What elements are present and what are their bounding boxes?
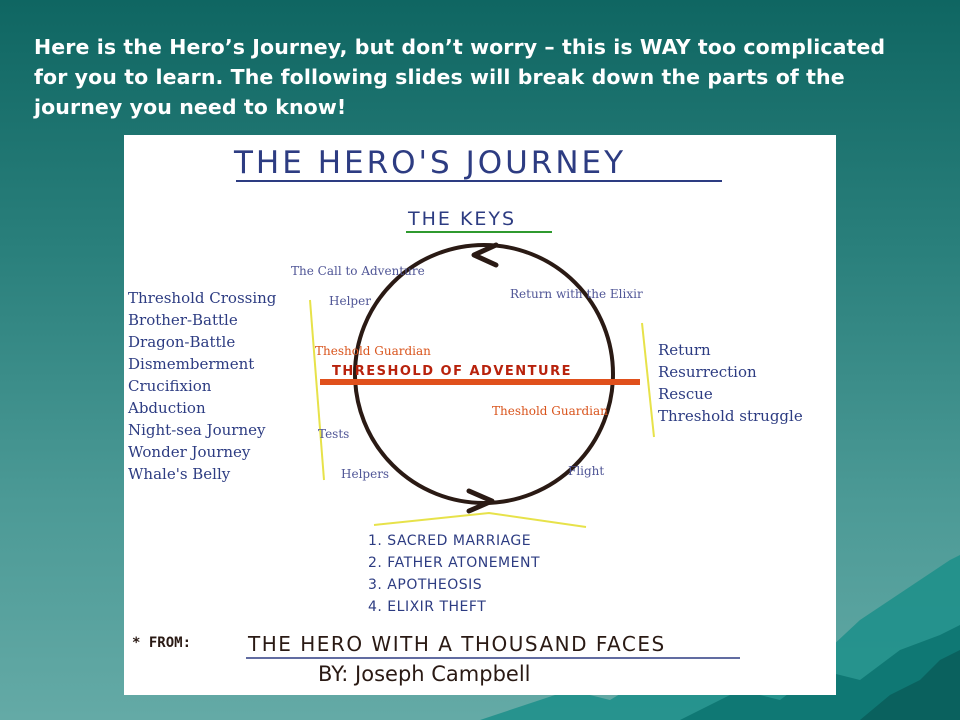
right-list-item: Return (658, 341, 711, 359)
left-list-item: Brother-Battle (128, 311, 238, 329)
right-list-item: Resurrection (658, 363, 757, 381)
label-return-with-elixir: Return with the Elixir (510, 287, 643, 301)
left-list-item: Wonder Journey (128, 443, 251, 461)
source-author: BY: Joseph Campbell (318, 662, 531, 686)
label-call-to-adventure: The Call to Adventure (291, 264, 425, 278)
bottom-list-item: 1. SACRED MARRIAGE (368, 533, 531, 549)
threshold-banner: THRESHOLD OF ADVENTURE (332, 364, 572, 379)
left-list-item: Threshold Crossing (128, 289, 277, 307)
left-list-item: Night-sea Journey (128, 421, 266, 439)
diagram-title: THE HERO'S JOURNEY (233, 145, 626, 181)
label-helpers: Helpers (341, 467, 389, 481)
source-book: THE HERO WITH A THOUSAND FACES (247, 632, 666, 656)
bottom-list: 1. SACRED MARRIAGE 2. FATHER ATONEMENT 3… (368, 533, 540, 615)
threshold-bar (320, 379, 640, 385)
bottom-bracket (373, 511, 587, 528)
left-list: Threshold Crossing Brother-Battle Dragon… (127, 289, 277, 483)
label-flight: Flight (568, 464, 604, 478)
arrow-right-icon (466, 488, 495, 514)
left-list-item: Whale's Belly (128, 465, 231, 483)
left-bracket (309, 299, 325, 481)
right-list-item: Threshold struggle (658, 407, 803, 425)
bottom-list-item: 4. ELIXIR THEFT (368, 599, 486, 615)
left-list-item: Dragon-Battle (128, 333, 235, 351)
label-helper: Helper (329, 294, 371, 308)
label-guardian-right: Theshold Guardian (492, 404, 608, 418)
right-list: Return Resurrection Rescue Threshold str… (658, 341, 803, 425)
label-guardian-left: Theshold Guardian (315, 344, 431, 358)
left-list-item: Dismemberment (128, 355, 254, 373)
label-tests: Tests (318, 427, 349, 441)
diagram-subtitle: THE KEYS (407, 208, 516, 230)
right-list-item: Rescue (658, 385, 713, 403)
slide-caption: Here is the Hero’s Journey, but don’t wo… (34, 35, 886, 119)
left-list-item: Crucifixion (128, 377, 212, 395)
right-bracket (641, 322, 655, 438)
bottom-list-item: 2. FATHER ATONEMENT (368, 555, 540, 571)
source-prefix: * FROM: (132, 635, 191, 651)
heros-journey-diagram: THE HERO'S JOURNEY THE KEYS THRESHOLD OF… (124, 135, 836, 695)
arrow-left-icon (471, 242, 499, 268)
left-list-item: Abduction (127, 399, 206, 417)
bottom-list-item: 3. APOTHEOSIS (368, 577, 482, 593)
